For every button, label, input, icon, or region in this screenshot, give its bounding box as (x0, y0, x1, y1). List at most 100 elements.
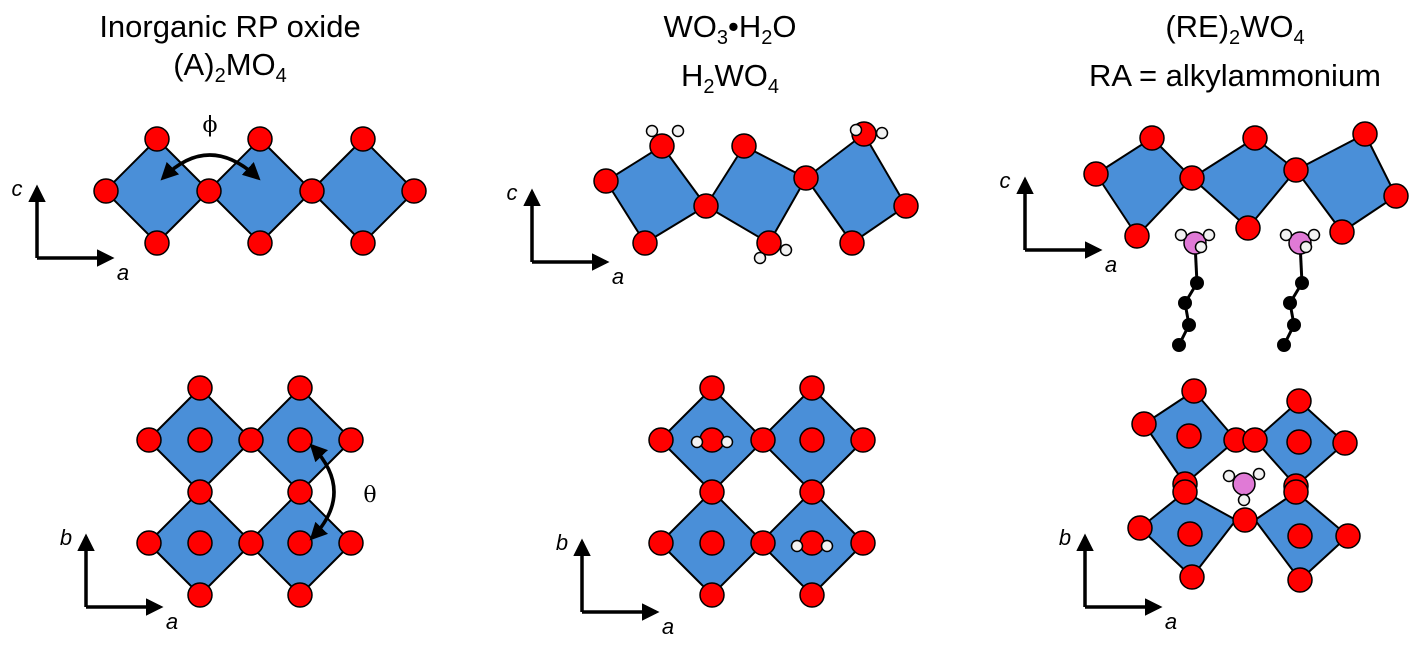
apical-oxygen-atom (187, 530, 213, 556)
apical-oxygen-atom (799, 530, 825, 556)
oxygen-atom (1179, 564, 1205, 590)
oxygen-atom (247, 126, 273, 152)
octahedra-layer (104, 133, 1397, 596)
panel-2-top-vertical-axis-label: b (556, 530, 568, 555)
carbon-atom (1295, 276, 1309, 290)
oxygen-atom (187, 479, 213, 505)
carbon-atom (1283, 296, 1297, 310)
apical-oxygen-atom (1176, 423, 1202, 449)
oxygen-atom (799, 582, 825, 608)
oxygen-atom (287, 582, 313, 608)
panel-1-top-vertical-axis-label: b (60, 525, 72, 550)
oxygen-atom (1283, 479, 1309, 505)
oxygen-atom (1083, 161, 1109, 187)
panel-1-title-line1: Inorganic RP oxide (99, 9, 361, 44)
oxygen-atom (187, 375, 213, 401)
oxygen-atom (699, 479, 725, 505)
hydrogen-atom (645, 124, 659, 138)
oxygen-atom (693, 193, 719, 219)
oxygen-atom (1242, 125, 1268, 151)
panel-2-title: WO3•H2O H2WO4 (600, 8, 860, 106)
oxygen-atom (649, 133, 675, 159)
oxygen-atom (799, 375, 825, 401)
panel-3-top-vertical-axis-label: b (1059, 525, 1071, 550)
oxygen-atom (750, 427, 776, 453)
oxygen-atom (1286, 388, 1312, 414)
octahedron-side (1095, 137, 1193, 237)
hydrogen-atom (1237, 493, 1251, 507)
oxygen-atom (287, 375, 313, 401)
oxygen-atom (1352, 121, 1378, 147)
oxygen-atom (1139, 125, 1165, 151)
oxygen-atom (1131, 411, 1157, 437)
oxygen-atom (632, 230, 658, 256)
oxygen-atom (699, 582, 725, 608)
nitrogen-atom (1232, 472, 1256, 496)
octahedron-side (605, 145, 707, 244)
oxygen-atom (350, 230, 376, 256)
tilt-angle-arrow (160, 153, 261, 181)
rotation-angle-arrow (309, 443, 336, 541)
octahedron-side (1295, 133, 1397, 233)
hydrogen-atom (1252, 467, 1266, 481)
oxygen-atom (1127, 515, 1153, 541)
carbon-atom (1190, 276, 1204, 290)
oxygen-atom (1232, 507, 1258, 533)
oxygen-atom (247, 230, 273, 256)
oxygen-atom (196, 178, 222, 204)
oxygen-atom (839, 230, 865, 256)
apical-oxygen-atom (1286, 429, 1312, 455)
panel-1-side-horizontal-axis-label: a (117, 260, 129, 285)
oxygen-atom (731, 133, 757, 159)
panel-2-title-line2: H2WO4 (680, 58, 779, 99)
octahedron-side (207, 138, 313, 244)
octahedron-side (104, 138, 210, 244)
oxygen-atom (144, 230, 170, 256)
panel-3-title-line2: RA = alkylammonium (1088, 58, 1382, 94)
oxygen-atom (799, 479, 825, 505)
oxygen-atom (287, 479, 313, 505)
hydrogen-atom (849, 123, 863, 137)
hydrogen-atom (1299, 240, 1313, 254)
apical-oxygen-atom (287, 530, 313, 556)
panel-3-side-vertical-axis-label: c (1000, 168, 1011, 193)
hydrogen-atom (779, 243, 793, 257)
apical-oxygen-atom (287, 427, 313, 453)
apical-oxygen-atom (699, 530, 725, 556)
hydrogen-atom (690, 435, 704, 449)
carbon-atom (1287, 318, 1301, 332)
oxygen-atom (350, 126, 376, 152)
oxygen-atom (648, 427, 674, 453)
hydrogen-atom (1279, 228, 1293, 242)
theta-angle-label: θ (363, 483, 376, 508)
atoms-layer (93, 121, 1409, 608)
octahedron-side (805, 133, 907, 244)
oxygen-atom (1332, 430, 1358, 456)
hydrogen-atom (1194, 240, 1208, 254)
panel-3-top-horizontal-axis-label: a (1165, 609, 1177, 634)
oxygen-atom (136, 427, 162, 453)
panel-3-side-horizontal-axis-label: a (1105, 252, 1117, 277)
phi-angle-label: ϕ (203, 113, 218, 138)
oxygen-atom (1283, 157, 1309, 183)
oxygen-atom (1242, 427, 1268, 453)
hydrogen-atom (720, 435, 734, 449)
oxygen-atom (1335, 523, 1361, 549)
oxygen-atom (338, 530, 364, 556)
panel-1-side-vertical-axis-label: c (12, 176, 23, 201)
oxygen-atom (401, 178, 427, 204)
hydrogen-atom (1174, 228, 1188, 242)
carbon-atom (1182, 318, 1196, 332)
octahedron-side (1191, 137, 1297, 229)
oxygen-atom (338, 427, 364, 453)
panel-2-side-vertical-axis-label: c (507, 180, 518, 205)
panel-1-top-horizontal-axis-label: a (166, 609, 178, 634)
oxygen-atom (93, 178, 119, 204)
oxygen-atom (750, 530, 776, 556)
oxygen-atom (1287, 567, 1313, 593)
oxygen-atom (1235, 215, 1261, 241)
oxygen-atom (793, 165, 819, 191)
oxygen-atom (238, 427, 264, 453)
